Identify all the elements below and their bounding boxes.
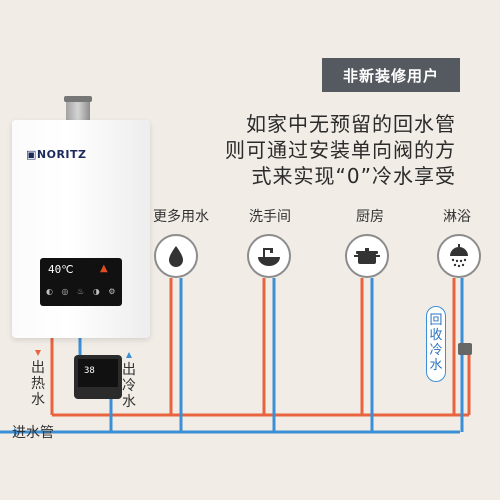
module-display: 38 [78, 359, 118, 387]
brand-text: NORITZ [36, 148, 87, 161]
fixture-label-more-water: 更多用水 [153, 209, 209, 225]
flue-pipe [66, 98, 90, 120]
pot-icon [345, 234, 389, 278]
heater-display: 40℃ ▲ ◐ ◎ ♨ ◑ ⚙ [40, 258, 122, 306]
fixture-label-shower: 淋浴 [443, 209, 471, 225]
hot-out-label: 出热水 [31, 360, 45, 408]
description-line-3: 式来实现“0”冷水享受 [251, 164, 456, 188]
banner: 非新装修用户 [322, 58, 460, 92]
fixture-label-kitchen: 厨房 [356, 209, 384, 225]
recirculation-module: 38 [74, 355, 122, 399]
cold-out-label: 出冷水 [122, 362, 136, 410]
fixture-label-bathroom: 洗手间 [249, 209, 291, 225]
brand-logo: ▣NORITZ [26, 148, 87, 161]
flame-icon: ▲ [100, 263, 108, 274]
shower-icon [437, 234, 481, 278]
inlet-label: 进水管 [12, 425, 54, 441]
arrow-up-icon [126, 352, 132, 358]
heater-control-icons: ◐ ◎ ♨ ◑ ⚙ [46, 287, 119, 296]
water-drop-icon [154, 234, 198, 278]
sink-icon [247, 234, 291, 278]
heater-temp: 40℃ [48, 263, 74, 276]
arrow-right-icon [14, 428, 20, 436]
water-heater: ▣NORITZ 40℃ ▲ ◐ ◎ ♨ ◑ ⚙ [12, 120, 150, 338]
arrow-down-icon [35, 350, 41, 356]
module-temp: 38 [84, 366, 95, 376]
description-line-1: 如家中无预留的回水管 [246, 112, 456, 136]
flue-cap [64, 96, 92, 102]
check-valve-icon [458, 343, 472, 355]
recycle-cold-water-label: 回收冷水 [426, 306, 446, 382]
description-line-2: 则可通过安装单向阀的方 [225, 138, 456, 162]
